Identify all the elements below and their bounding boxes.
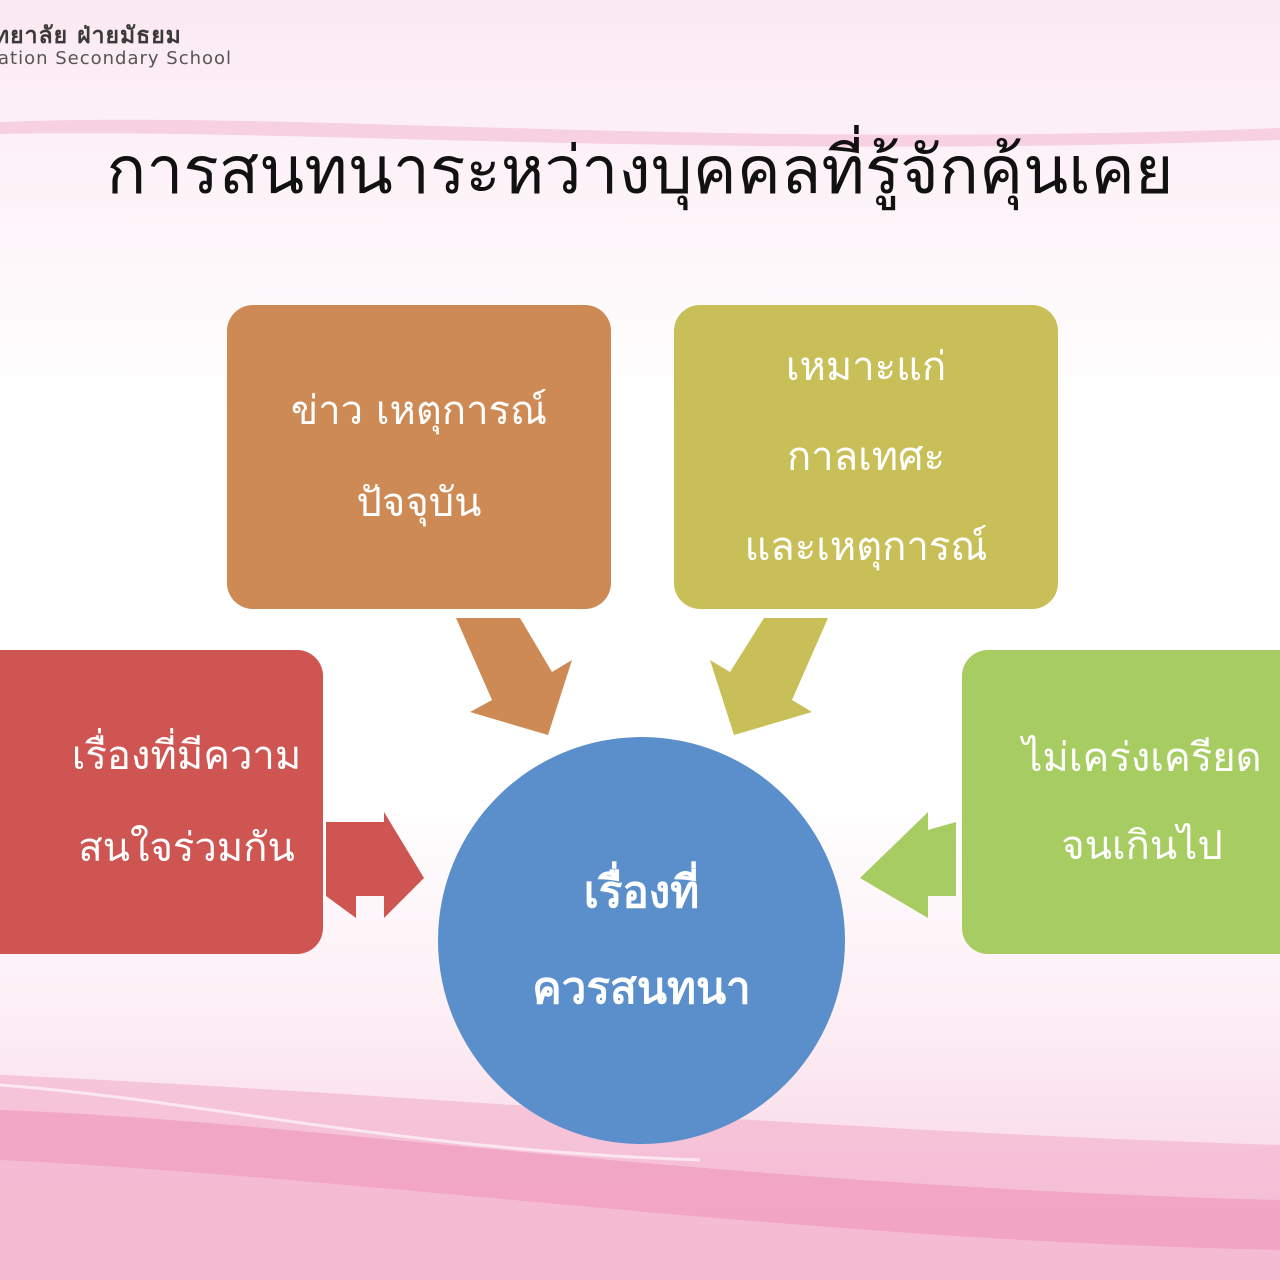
arrow-news-to-center [456,618,572,735]
topic-label-not-too-serious: ไม่เคร่งเครียด จนเกินไป [1022,735,1262,869]
center-label: เรื่องที่ ควรสนทนา [532,866,751,1014]
topic-box-current-news: ข่าว เหตุการณ์ ปัจจุบัน [227,305,611,609]
topic-box-appropriate-occasion: เหมาะแก่ กาลเทศะ และเหตุการณ์ [674,305,1058,609]
slide-title: การสนทนาระหว่างบุคคลที่รู้จักคุ้นเคย [106,132,1174,209]
topic-label-appropriate-occasion: เหมาะแก่ กาลเทศะ และเหตุการณ์ [744,344,988,570]
arrow-relax-to-center [860,812,956,918]
topic-box-not-too-serious: ไม่เคร่งเครียด จนเกินไป [962,650,1280,954]
topic-label-current-news: ข่าว เหตุการณ์ ปัจจุบัน [290,388,548,526]
logo-text-thai: ทยาลัย ฝ่ายมัธยม [0,23,182,49]
topic-label-shared-interest: เรื่องที่มีความ สนใจร่วมกัน [71,733,302,871]
topic-box-shared-interest: เรื่องที่มีความ สนใจร่วมกัน [0,650,323,954]
logo-text-english: ation Secondary School [0,48,233,69]
center-circle-topics-to-discuss: เรื่องที่ ควรสนทนา [438,737,845,1144]
arrow-interest-to-center [326,812,424,918]
arrow-fit-to-center [710,618,828,735]
